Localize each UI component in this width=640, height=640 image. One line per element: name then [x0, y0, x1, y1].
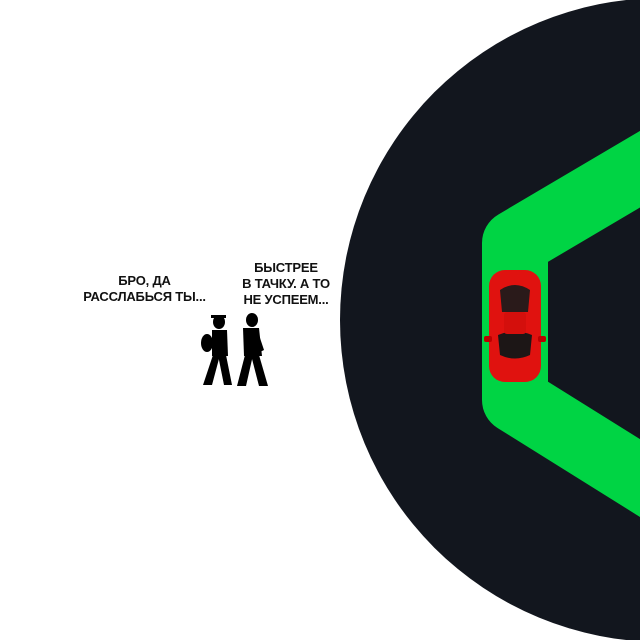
caption-line: БРО, ДА [118, 273, 171, 288]
caption-friend-one: БРО, ДА РАССЛАБЬСЯ ТЫ... [62, 273, 227, 305]
caption-friend-two: БЫСТРЕЕ В ТАЧКУ. А ТО НЕ УСПЕЕМ... [226, 260, 346, 308]
caption-line: В ТАЧКУ. А ТО [242, 276, 330, 291]
caption-line: РАССЛАБЬСЯ ТЫ... [83, 289, 206, 304]
caption-line: БЫСТРЕЕ [254, 260, 318, 275]
walking-person-backpack-icon [201, 315, 232, 385]
walking-person-icon [237, 313, 268, 386]
caption-line: НЕ УСПЕЕМ... [243, 292, 329, 307]
red-car [484, 270, 546, 382]
